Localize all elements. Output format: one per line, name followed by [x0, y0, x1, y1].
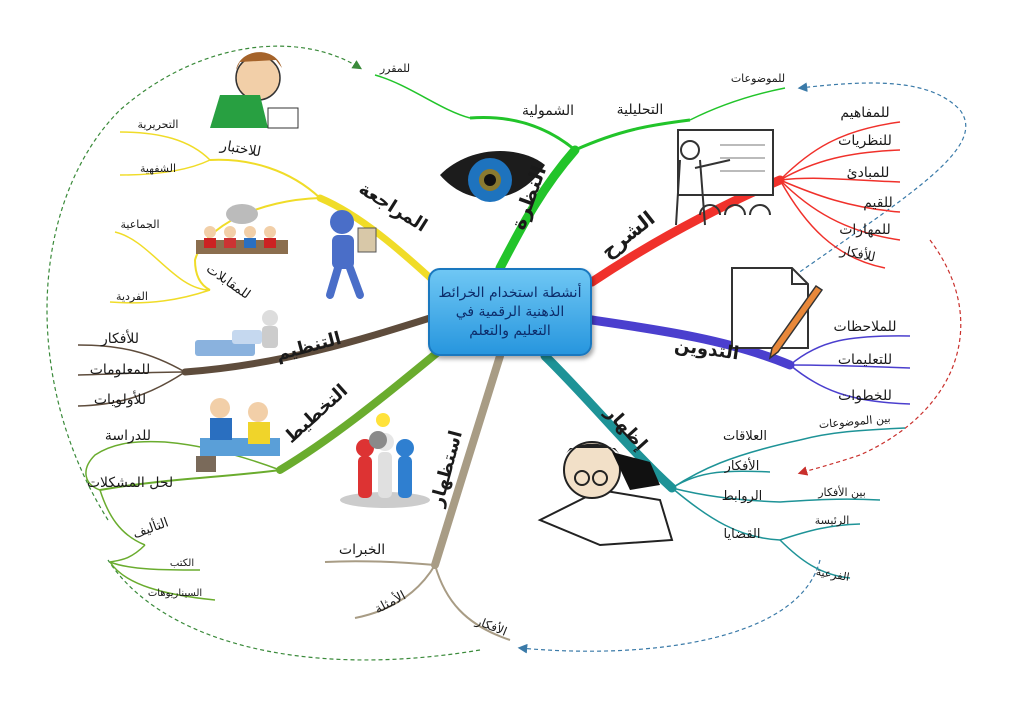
- branch-tanzim: [77, 310, 434, 407]
- takhtit-dirasa: للدراسة: [105, 428, 151, 444]
- izhar-baynafkar: بين الأفكار: [817, 485, 866, 499]
- muraja3a-ikhtibar: للاختبار: [218, 137, 262, 160]
- sharh-item-2: للمبادئ: [847, 165, 890, 181]
- center-topic: أنشطة استخدام الخرائط الذهنية الرقمية في…: [428, 268, 592, 356]
- branch-muraja3a: [109, 131, 442, 304]
- izhar-qadaya: القضايا: [724, 527, 761, 542]
- muraja3a-jama3iya: الجماعية: [121, 218, 160, 231]
- takhtit-kutub: الكتب: [170, 558, 194, 569]
- paper-pencil-icon: [731, 267, 824, 360]
- branch-label-tadwin: التدوين: [673, 335, 740, 365]
- izhar-alaqat: العلاقات: [723, 429, 767, 444]
- takhtit-talif: التأليف: [130, 513, 171, 543]
- branch-izhar: [537, 351, 906, 579]
- label-lilmawdu3at: للموضوعات: [731, 72, 785, 85]
- branch-label-takhtit: التخطيط: [281, 380, 353, 447]
- tadwin-item-1: للتعليمات: [838, 352, 892, 368]
- takhtit-mushkilat: لحل المشكلات: [87, 475, 173, 491]
- student-writing-icon: [210, 52, 299, 129]
- reviewer-clipboard-icon: [326, 210, 377, 299]
- label-lilmuqarrar: للمقرر: [379, 62, 410, 75]
- istizhar-khibrat: الخبرات: [339, 542, 385, 558]
- eye-icon: [440, 151, 545, 202]
- label-shumuliya: الشمولية: [522, 103, 574, 119]
- izhar-rawabit: الروابط: [722, 489, 763, 504]
- tadwin-item-0: للملاحظات: [834, 319, 897, 335]
- dashed-links: [46, 45, 967, 661]
- branch-sharh: [587, 121, 901, 287]
- sharh-item-4: للمهارات: [839, 222, 891, 238]
- tanzim-item-0: للأفكار: [100, 329, 139, 347]
- reading-person-icon: [537, 441, 674, 547]
- puzzle-person-icon: [195, 310, 278, 356]
- group-meeting-icon: [196, 204, 288, 254]
- muraja3a-tahririya: التحريرية: [138, 118, 179, 131]
- branch-takhtit: [85, 348, 442, 601]
- tanzim-item-1: للمعلومات: [90, 362, 151, 378]
- teacher-whiteboard-icon: [675, 129, 774, 226]
- sharh-item-5: للأفكار: [838, 241, 877, 265]
- tadwin-item-2: للخطوات: [838, 388, 892, 404]
- muraja3a-muqabalat: للمقابلات: [203, 262, 253, 303]
- izhar-raisiya: الرئيسة: [815, 514, 850, 527]
- branch-tadwin: [587, 267, 911, 405]
- branch-label-tanzim: التنظيم: [274, 328, 344, 366]
- istizhar-amthila: الأمثلة: [371, 587, 408, 618]
- team-puzzle-icon: [340, 413, 430, 508]
- sharh-item-1: للنظريات: [838, 133, 892, 149]
- center-topic-text: أنشطة استخدام الخرائط الذهنية الرقمية في…: [438, 284, 582, 339]
- izhar-far3iya: الفرعية: [815, 565, 851, 584]
- muraja3a-shafahiya: الشفهية: [140, 162, 176, 175]
- tanzim-item-2: للأولويات: [94, 390, 146, 408]
- izhar-afkar: الأفكار: [724, 457, 760, 474]
- takhtit-sinariyohat: السيناريوهات: [148, 588, 202, 599]
- planning-people-icon: [196, 398, 280, 472]
- sharh-item-3: للقيم: [863, 195, 893, 211]
- sharh-item-0: للمفاهيم: [840, 105, 889, 121]
- izhar-baynmawdu3at: بين الموضوعات: [818, 412, 891, 431]
- branch-istizhar: [324, 352, 511, 641]
- label-tahliliya: التحليلية: [617, 102, 664, 118]
- muraja3a-fardiya: الفردية: [116, 290, 148, 303]
- branch-nazra: [374, 74, 786, 273]
- istizhar-afkar: الأفكار: [473, 613, 510, 640]
